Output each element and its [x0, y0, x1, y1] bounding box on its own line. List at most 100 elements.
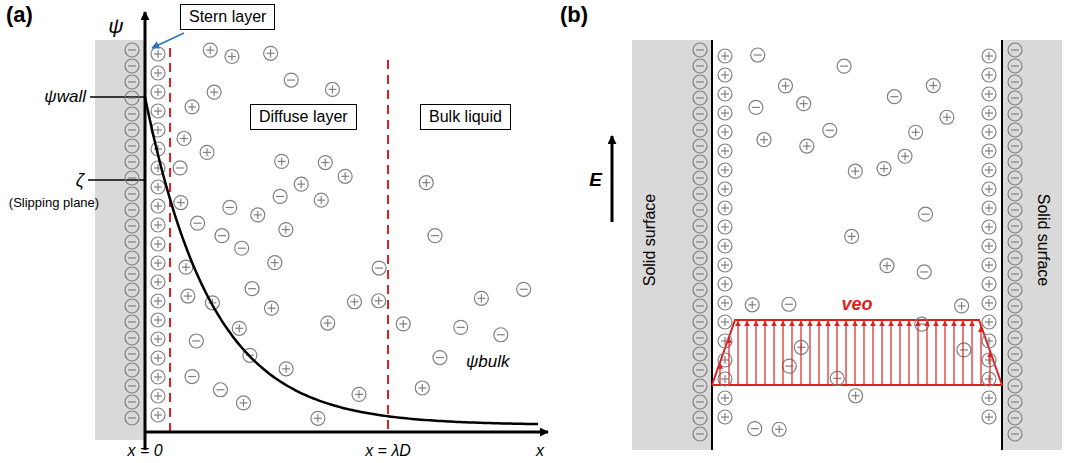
ion-circle: [125, 299, 139, 313]
ion-bar: [724, 71, 725, 79]
ion-bar: [724, 52, 725, 60]
ion-circle: [279, 362, 293, 376]
ion-bar: [1011, 385, 1019, 386]
cation-symbol: [982, 296, 996, 310]
anion-symbol: [1008, 427, 1022, 441]
ion-circle: [955, 299, 969, 313]
ion-circle: [203, 43, 217, 57]
ion-circle: [474, 291, 488, 305]
ion-bar: [724, 185, 725, 193]
ion-circle: [718, 87, 732, 101]
ion-bar: [840, 66, 848, 67]
velocity-arrow: [809, 321, 810, 385]
cation-symbol: [982, 277, 996, 291]
ion-bar: [285, 226, 286, 234]
cation-symbol: [314, 193, 328, 207]
velocity-arrow: [746, 321, 747, 385]
ion-bar: [724, 318, 725, 326]
velocity-arrow: [926, 321, 927, 385]
ion-bar: [226, 207, 234, 208]
ion-circle: [494, 328, 508, 342]
anion-symbol: [1008, 139, 1022, 153]
ion-circle: [880, 259, 894, 273]
ion-bar: [1011, 433, 1019, 434]
ion-circle: [151, 104, 165, 118]
cation-symbol: [415, 381, 429, 395]
ion-bar: [206, 148, 207, 156]
ion-circle: [1008, 171, 1022, 185]
ion-circle: [318, 156, 332, 170]
cation-symbol: [264, 46, 278, 60]
ion-bar: [988, 223, 989, 231]
ion-bar: [157, 183, 158, 191]
ion-circle: [372, 261, 386, 275]
ion-bar: [696, 369, 704, 370]
y-axis: [144, 12, 147, 450]
ion-circle: [1008, 75, 1022, 89]
velocity-arrow: [872, 321, 873, 385]
ion-circle: [245, 282, 259, 296]
ion-circle: [517, 282, 531, 296]
ion-circle: [1008, 411, 1022, 425]
ion-circle: [125, 107, 139, 121]
cation-symbol: [151, 408, 165, 422]
velocity-arrow: [728, 338, 729, 385]
ion-bar: [724, 394, 725, 402]
velocity-arrow: [962, 321, 963, 385]
cation-symbol: [236, 396, 250, 410]
anion-symbol: [693, 363, 707, 377]
cation-symbol: [909, 125, 923, 139]
ion-circle: [957, 343, 971, 357]
cation-symbol: [982, 372, 996, 386]
ion-circle: [419, 176, 433, 190]
ion-bar: [332, 85, 333, 93]
ion-bar: [481, 294, 482, 302]
ion-circle: [757, 133, 771, 147]
panel-label: (b): [560, 2, 588, 27]
solid-wall: [632, 40, 712, 450]
anion-symbol: [1008, 395, 1022, 409]
ion-circle: [693, 139, 707, 153]
anion-symbol: [693, 395, 707, 409]
ion-bar: [988, 166, 989, 174]
ion-bar: [1011, 145, 1019, 146]
anion-symbol: [749, 100, 763, 114]
ion-bar: [696, 81, 704, 82]
ion-circle: [800, 139, 814, 153]
anion-symbol: [125, 43, 139, 57]
cation-symbol: [177, 131, 191, 145]
ion-bar: [988, 185, 989, 193]
ion-bar: [751, 428, 759, 429]
velocity-arrow: [818, 321, 819, 385]
ion-circle: [396, 317, 410, 331]
ion-circle: [433, 351, 447, 365]
ion-bar: [128, 97, 136, 98]
ion-bar: [988, 204, 989, 212]
ion-circle: [926, 79, 940, 93]
cation-symbol: [251, 208, 265, 222]
ion-circle: [428, 229, 442, 243]
cation-symbol: [347, 295, 361, 309]
anion-symbol: [1008, 363, 1022, 377]
cation-symbol: [268, 256, 282, 270]
ion-circle: [693, 347, 707, 361]
ion-circle: [982, 144, 996, 158]
ion-bar: [520, 289, 528, 290]
ion-bar: [855, 167, 856, 175]
ion-bar: [779, 425, 780, 433]
cation-symbol: [718, 49, 732, 63]
ion-bar: [696, 353, 704, 354]
ion-bar: [128, 129, 136, 130]
ion-bar: [128, 225, 136, 226]
anion-symbol: [1008, 171, 1022, 185]
ion-circle: [151, 199, 165, 213]
ion-circle: [693, 171, 707, 185]
ion-bar: [422, 384, 423, 392]
ion-bar: [696, 337, 704, 338]
anion-symbol: [693, 187, 707, 201]
ion-circle: [236, 396, 250, 410]
cation-symbol: [279, 223, 293, 237]
cation-symbol: [151, 313, 165, 327]
ion-bar: [128, 337, 136, 338]
ion-circle: [200, 145, 214, 159]
